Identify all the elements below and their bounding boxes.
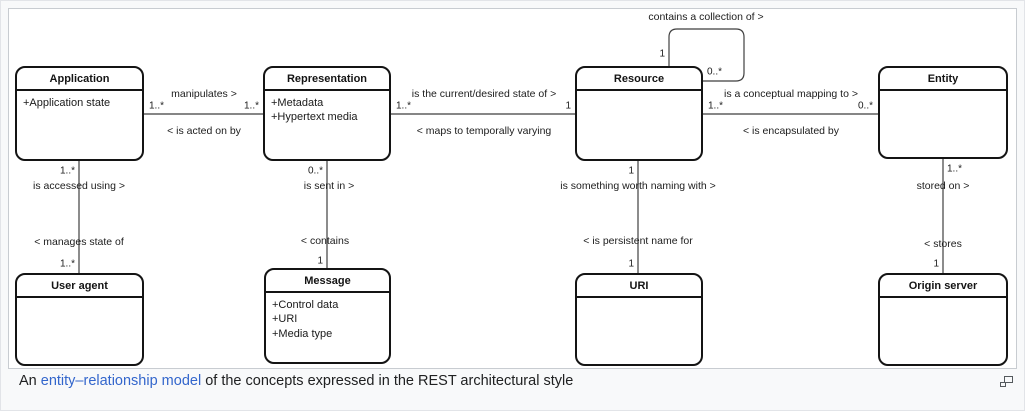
multiplicity: 1..* [243, 100, 259, 112]
association-label: manipulates > [171, 88, 237, 100]
class-origin-server: Origin server [878, 273, 1008, 366]
multiplicity: 1..* [396, 100, 412, 112]
multiplicity: 1..* [149, 100, 165, 112]
association-label: is the current/desired state of > [411, 88, 557, 100]
figure-caption: An entity–relationship model of the conc… [9, 373, 994, 389]
association-label: stored on > [916, 180, 970, 192]
class-title: User agent [17, 275, 142, 298]
association-label: < manages state of [34, 236, 124, 248]
association-label: is sent in > [303, 180, 355, 192]
multiplicity: 1 [565, 100, 571, 112]
class-attributes [880, 91, 1006, 101]
multiplicity: 0..* [707, 66, 723, 78]
class-resource: Resource [575, 66, 703, 161]
class-attributes [880, 298, 1006, 308]
association-label: contains a collection of > [648, 11, 764, 23]
class-uri: URI [575, 273, 703, 366]
association-label: is a conceptual mapping to > [724, 88, 858, 100]
class-user-agent: User agent [15, 273, 144, 366]
attribute: +Metadata [271, 97, 324, 109]
attribute: +Control data [272, 299, 339, 311]
class-title: Entity [880, 68, 1006, 91]
class-entity: Entity [878, 66, 1008, 159]
attribute: +Hypertext media [271, 111, 358, 124]
class-attributes [577, 91, 701, 101]
class-attributes: +Metadata +Hypertext media [265, 91, 389, 130]
attribute: +URI [272, 313, 298, 326]
association-label: < is persistent name for [583, 235, 693, 247]
multiplicity: 1..* [708, 100, 724, 112]
class-title: Resource [577, 68, 701, 91]
class-attributes [17, 298, 142, 308]
class-attributes [577, 298, 701, 308]
multiplicity: 0..* [307, 165, 323, 177]
association-label: < is acted on by [167, 125, 241, 137]
association-label: < is encapsulated by [742, 125, 840, 137]
enlarge-icon[interactable] [1000, 376, 1013, 387]
class-title: URI [577, 275, 701, 298]
class-title: Message [266, 270, 389, 293]
class-representation: Representation +Metadata +Hypertext medi… [263, 66, 391, 161]
multiplicity: 1 [933, 258, 939, 270]
association-label: is something worth naming with > [560, 180, 716, 192]
multiplicity: 1..* [59, 258, 75, 270]
multiplicity: 0..* [857, 100, 873, 112]
multiplicity: 1..* [947, 163, 963, 175]
association-label: is accessed using > [33, 180, 125, 192]
caption-text: An [19, 373, 41, 389]
multiplicity: 1 [628, 258, 634, 270]
multiplicity: 1 [317, 255, 323, 267]
attribute: +Application state [23, 97, 111, 109]
class-application: Application +Application state [15, 66, 144, 161]
association-label: < contains [300, 235, 350, 247]
association-label: < stores [924, 238, 962, 250]
multiplicity: 1..* [59, 165, 75, 177]
class-title: Origin server [880, 275, 1006, 298]
multiplicity: 1 [628, 165, 634, 177]
enlarge-icon-front-rect [1000, 382, 1006, 387]
entity-relationship-model-link[interactable]: entity–relationship model [40, 373, 202, 389]
class-attributes: +Control data +URI +Media type [266, 293, 389, 346]
class-title: Application [17, 68, 142, 91]
attribute: +Media type [272, 327, 333, 340]
class-attributes: +Application state [17, 91, 142, 115]
class-message: Message +Control data +URI +Media type [264, 268, 391, 364]
association-label: < maps to temporally varying [416, 125, 552, 137]
enlarge-icon-back-rect [1004, 376, 1013, 383]
class-title: Representation [265, 68, 389, 91]
multiplicity: 1 [659, 48, 665, 60]
association-lines [78, 28, 944, 273]
er-diagram-image: Application +Application state Represent… [8, 8, 1017, 369]
caption-text: of the concepts expressed in the REST ar… [201, 373, 574, 389]
